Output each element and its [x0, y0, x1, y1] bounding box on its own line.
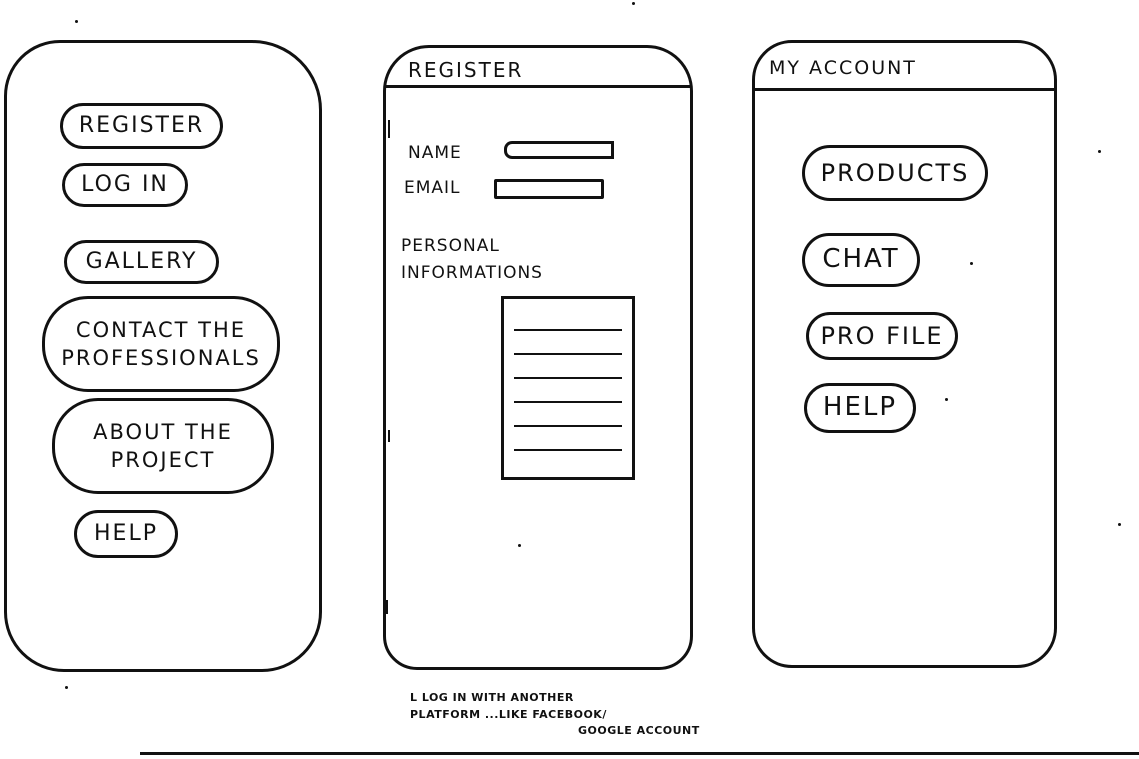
- text-line: [514, 401, 622, 403]
- about-project-button[interactable]: ABOUT THE PROJECT: [52, 398, 274, 494]
- social-login-note: L LOG IN WITH ANOTHER PLATFORM ...LIKE F…: [410, 690, 700, 740]
- text-line: [514, 377, 622, 379]
- sketch-speck: [632, 2, 635, 5]
- account-title: MY ACCOUNT: [769, 57, 917, 79]
- phone-account-frame: MY ACCOUNT: [752, 40, 1057, 668]
- email-input[interactable]: [494, 179, 604, 199]
- register-title: REGISTER: [408, 58, 524, 82]
- personal-line1: PERSONAL: [401, 236, 500, 256]
- sketch-speck: [945, 398, 948, 401]
- help-button[interactable]: HELP: [74, 510, 178, 558]
- sketch-speck: [970, 262, 973, 265]
- text-line: [514, 449, 622, 451]
- register-button[interactable]: REGISTER: [60, 103, 223, 149]
- profile-button[interactable]: PRO FILE: [806, 312, 958, 360]
- footnote-line3: GOOGLE ACCOUNT: [578, 724, 700, 737]
- phone-register-frame: REGISTER: [383, 45, 693, 670]
- personal-info-textarea[interactable]: [501, 296, 635, 480]
- personal-info-label: PERSONAL INFORMATIONS: [401, 233, 543, 287]
- footnote-line2: PLATFORM ...LIKE FACEBOOK/: [410, 707, 607, 721]
- sketch-mark: [386, 600, 388, 614]
- about-line1: ABOUT THE: [93, 419, 233, 444]
- products-button[interactable]: PRODUCTS: [802, 145, 988, 201]
- footnote-line1: L LOG IN WITH ANOTHER: [410, 691, 574, 704]
- products-button-label: PRODUCTS: [820, 158, 970, 187]
- sketch-speck: [65, 686, 68, 689]
- gallery-button[interactable]: GALLERY: [64, 240, 219, 284]
- help-button-label: HELP: [94, 521, 158, 547]
- text-line: [514, 329, 622, 331]
- register-button-label: REGISTER: [78, 113, 205, 139]
- account-header: MY ACCOUNT: [755, 43, 1054, 91]
- name-input[interactable]: [504, 141, 614, 159]
- sketch-mark: [388, 120, 390, 138]
- about-button-label: ABOUT THE PROJECT: [93, 418, 233, 475]
- name-label: NAME: [408, 143, 462, 163]
- sketch-speck: [1098, 150, 1101, 153]
- contact-button-label: CONTACT THE PROFESSIONALS: [61, 316, 261, 373]
- phone-home-frame: [4, 40, 322, 672]
- text-line: [514, 353, 622, 355]
- contact-line1: CONTACT THE: [75, 317, 247, 342]
- contact-professionals-button[interactable]: CONTACT THE PROFESSIONALS: [42, 296, 280, 392]
- login-button-label: LOG IN: [81, 172, 169, 198]
- chat-button-label: CHAT: [822, 244, 900, 275]
- sketch-speck: [518, 544, 521, 547]
- about-line2: PROJECT: [110, 448, 216, 472]
- sketch-mark: [388, 430, 390, 442]
- contact-line2: PROFESSIONALS: [61, 346, 261, 370]
- email-label: EMAIL: [404, 178, 461, 198]
- personal-line2: INFORMATIONS: [401, 263, 543, 284]
- gallery-button-label: GALLERY: [85, 249, 198, 275]
- chat-button[interactable]: CHAT: [802, 233, 920, 287]
- bottom-rule: [140, 752, 1139, 755]
- text-line: [514, 425, 622, 427]
- account-help-button-label: HELP: [822, 392, 898, 423]
- profile-button-label: PRO FILE: [820, 321, 944, 350]
- account-help-button[interactable]: HELP: [804, 383, 916, 433]
- login-button[interactable]: LOG IN: [62, 163, 188, 207]
- register-header: REGISTER: [386, 48, 690, 88]
- sketch-speck: [75, 20, 78, 23]
- sketch-speck: [1118, 523, 1121, 526]
